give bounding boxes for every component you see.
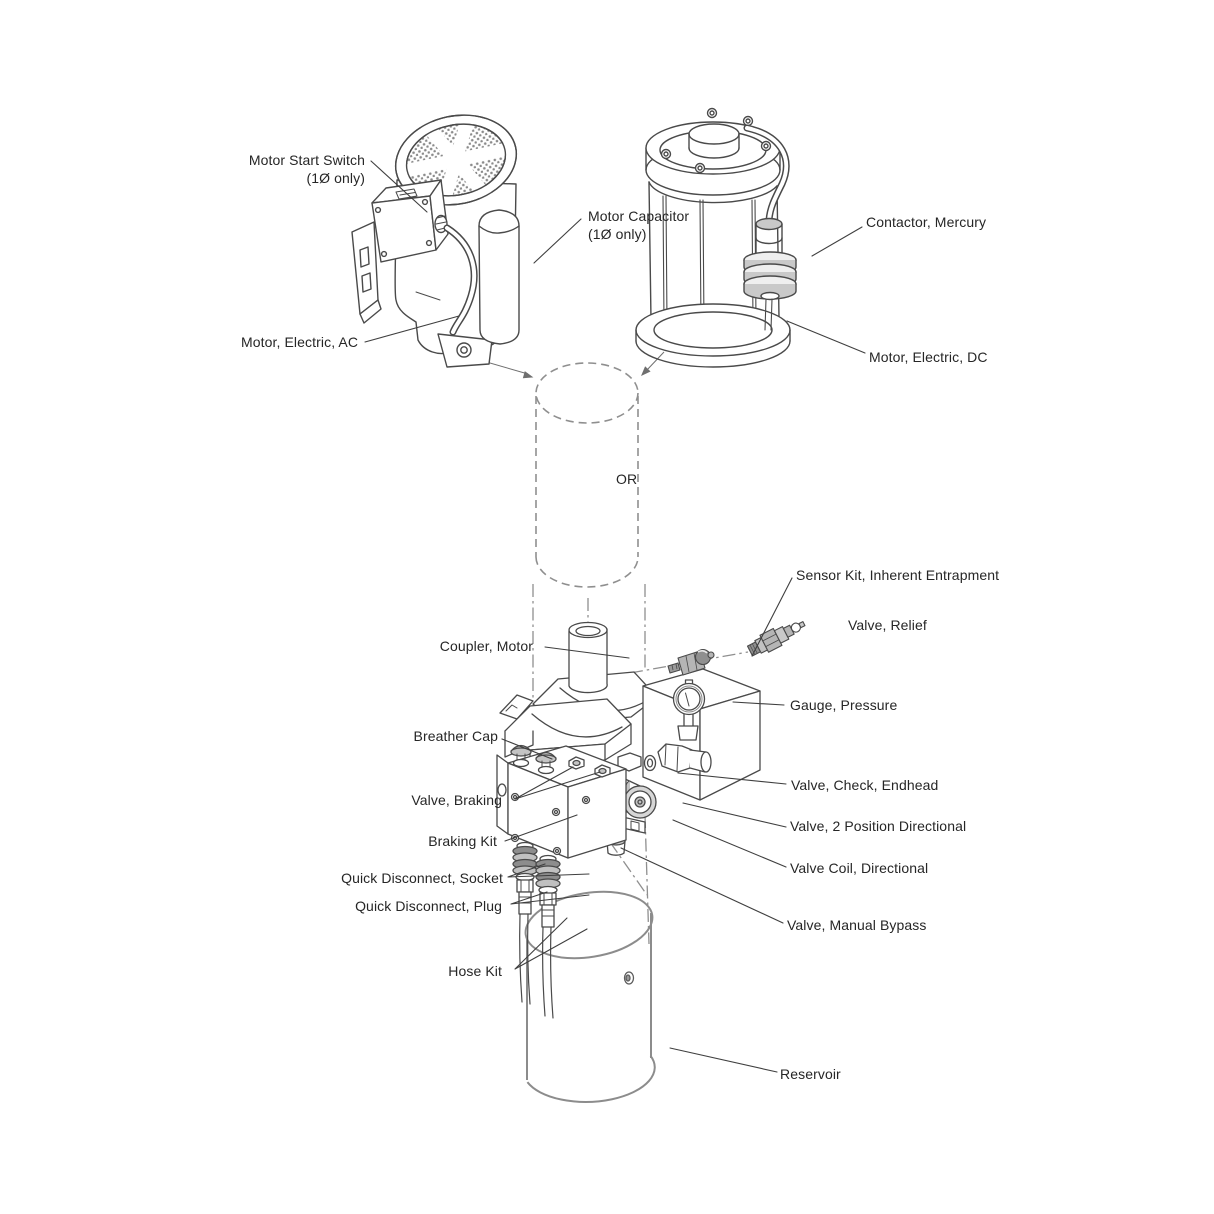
sensor-kit-drawing bbox=[667, 648, 715, 676]
leader-lines bbox=[364, 160, 866, 1073]
label-coupler-motor: Coupler, Motor bbox=[439, 638, 533, 654]
leader-sensor-kit bbox=[751, 577, 793, 657]
label-hose-kit: Hose Kit bbox=[448, 963, 502, 979]
leader-breather-cap bbox=[501, 738, 553, 760]
label-reservoir: Reservoir bbox=[780, 1066, 841, 1082]
ac-motor-drawing bbox=[351, 106, 520, 368]
label-or-divider: OR bbox=[616, 471, 638, 487]
leader-hose-kit bbox=[514, 917, 588, 970]
label-braking-kit: Braking Kit bbox=[428, 833, 497, 849]
relief-valve-drawing bbox=[746, 621, 806, 657]
label-breather-cap: Breather Cap bbox=[413, 728, 498, 744]
leader-qd-socket bbox=[507, 863, 590, 878]
pump-assembly-drawing bbox=[496, 621, 761, 1019]
label-qd-plug: Quick Disconnect, Plug bbox=[355, 898, 502, 914]
ghost-cylinder bbox=[535, 362, 639, 588]
label-motor-start-switch: Motor Start Switch (1Ø only) bbox=[248, 152, 365, 186]
leader-motor-electric-dc bbox=[786, 320, 866, 354]
label-valve-2pos: Valve, 2 Position Directional bbox=[790, 818, 967, 834]
label-motor-electric-ac: Motor, Electric, AC bbox=[241, 334, 359, 350]
label-gauge-pressure: Gauge, Pressure bbox=[790, 697, 898, 713]
label-sensor-kit: Sensor Kit, Inherent Entrapment bbox=[796, 567, 1000, 583]
leader-valve-coil bbox=[672, 819, 787, 868]
leader-valve-2pos bbox=[682, 802, 787, 828]
label-valve-manual-bypass: Valve, Manual Bypass bbox=[787, 917, 927, 933]
label-motor-capacitor: Motor Capacitor (1Ø only) bbox=[588, 208, 690, 242]
leader-braking-kit bbox=[504, 814, 578, 842]
leader-gauge-pressure bbox=[732, 701, 785, 706]
leader-motor-electric-ac bbox=[364, 315, 460, 343]
leader-contactor-mercury bbox=[811, 226, 863, 257]
label-motor-electric-dc: Motor, Electric, DC bbox=[869, 349, 988, 365]
leader-qd-plug bbox=[510, 891, 590, 905]
label-valve-coil: Valve Coil, Directional bbox=[790, 860, 929, 876]
label-valve-braking: Valve, Braking bbox=[411, 792, 502, 808]
leader-valve-manual-bypass bbox=[620, 847, 784, 924]
label-contactor-mercury: Contactor, Mercury bbox=[866, 214, 987, 230]
leader-coupler-motor bbox=[544, 646, 630, 659]
dc-motor-drawing bbox=[635, 107, 797, 368]
leader-valve-check-endhead bbox=[677, 772, 787, 785]
label-qd-socket: Quick Disconnect, Socket bbox=[341, 870, 503, 886]
leader-reservoir bbox=[669, 1047, 778, 1073]
leader-valve-braking bbox=[514, 766, 601, 800]
leader-motor-start-switch bbox=[370, 160, 428, 213]
label-valve-check-endhead: Valve, Check, Endhead bbox=[791, 777, 939, 793]
label-valve-relief: Valve, Relief bbox=[848, 617, 927, 633]
leader-motor-capacitor bbox=[533, 218, 582, 264]
reservoir-drawing bbox=[524, 890, 656, 1103]
